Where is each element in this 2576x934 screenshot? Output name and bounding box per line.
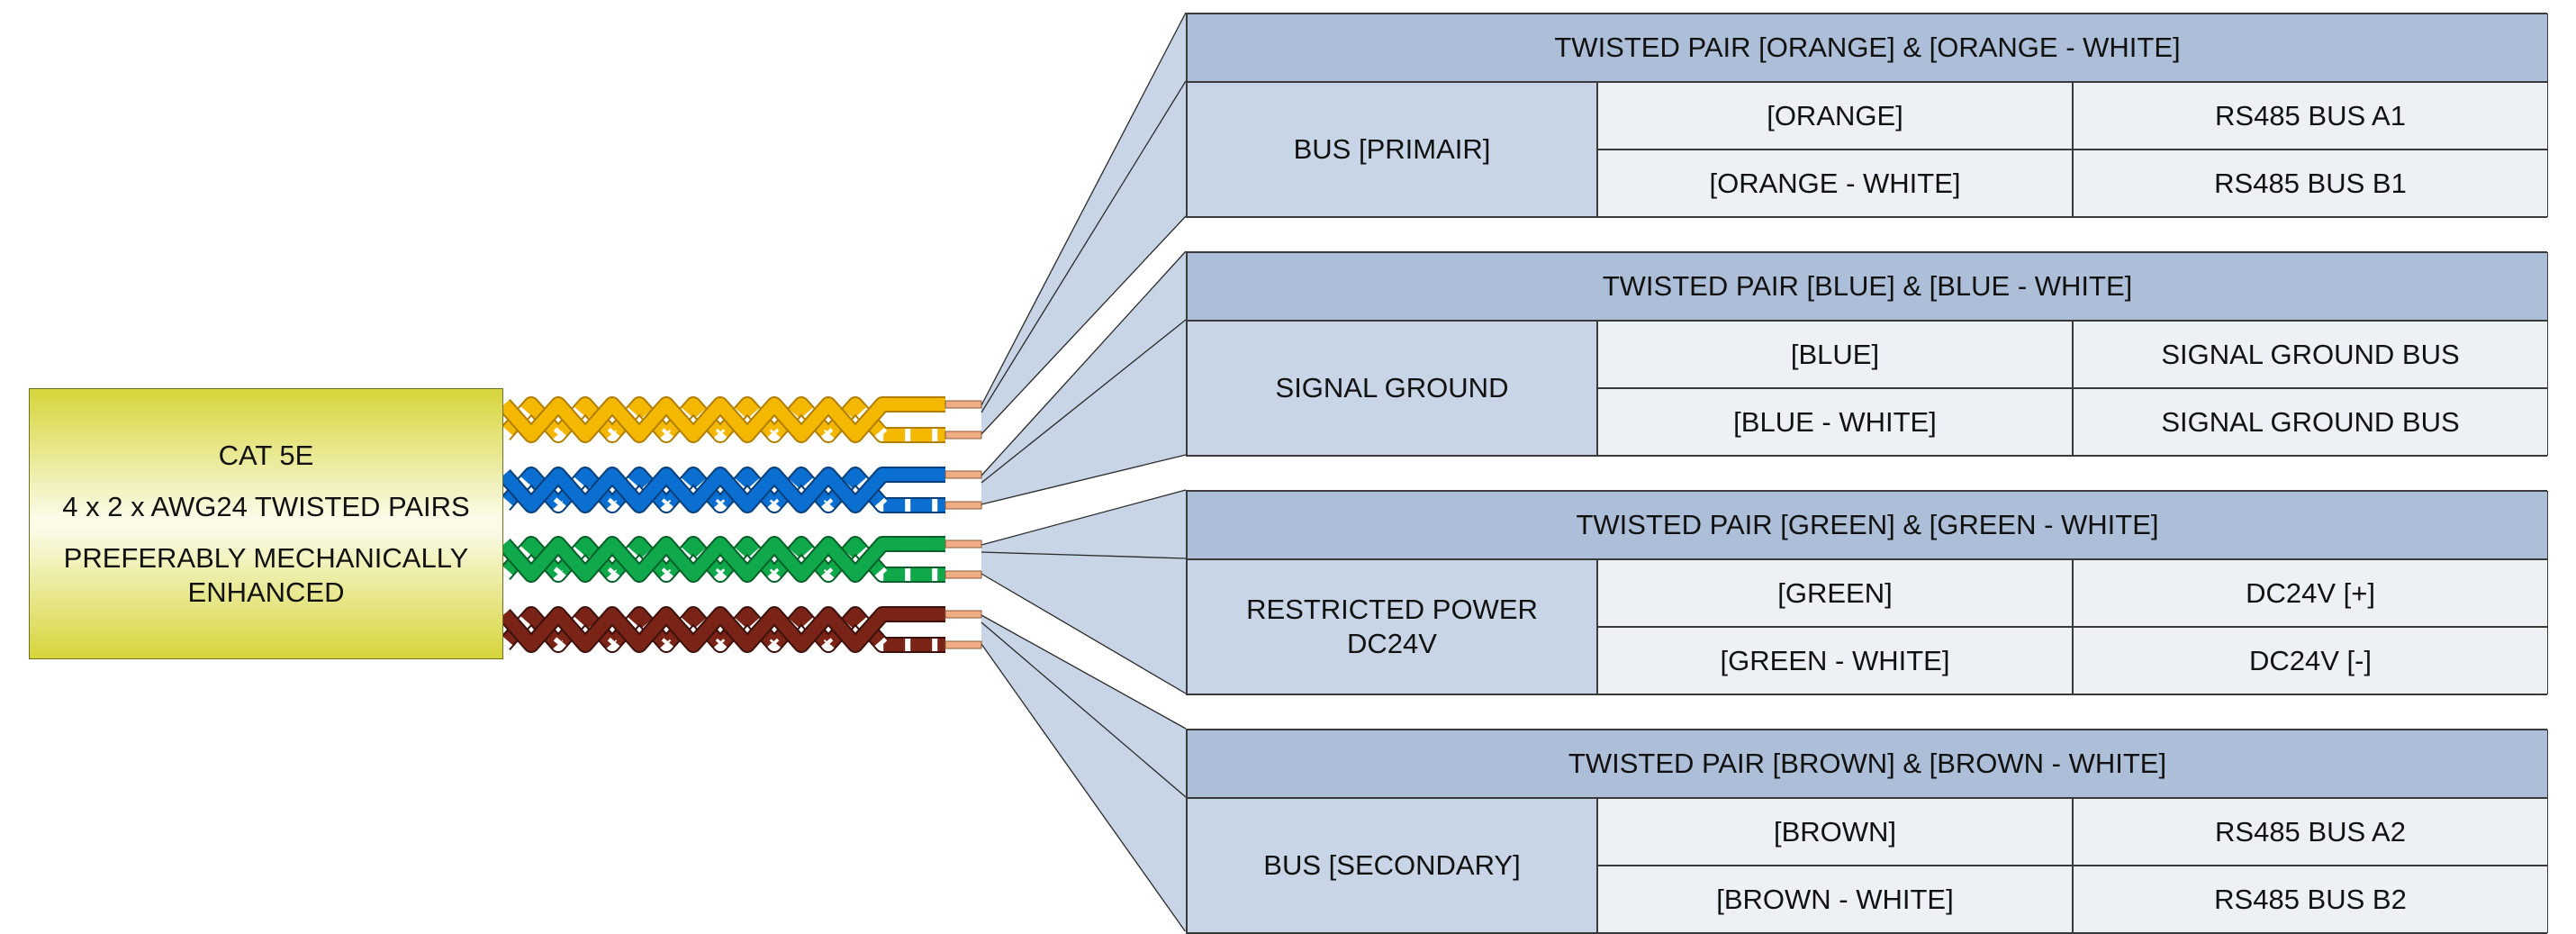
fan-edge <box>981 643 1187 931</box>
pair-function: BUS [PRIMAIR] <box>1187 82 1597 217</box>
fan-edge <box>981 573 1187 694</box>
pair-table-brown: TWISTED PAIR [BROWN] & [BROWN - WHITE] B… <box>1186 729 2548 934</box>
fan-edge <box>981 80 1187 413</box>
pair-function: SIGNAL GROUND <box>1187 321 1597 456</box>
fan-connector <box>981 490 1186 694</box>
wire-color-2: [ORANGE - WHITE] <box>1597 150 2073 217</box>
wire-signal-1: SIGNAL GROUND BUS <box>2073 321 2548 388</box>
cable-label-box: CAT 5E 4 x 2 x AWG24 TWISTED PAIRS PREFE… <box>29 388 503 659</box>
wire-signal-1: RS485 BUS A2 <box>2073 798 2548 866</box>
pair-header: TWISTED PAIR [GREEN] & [GREEN - WHITE] <box>1187 491 2548 559</box>
wire-color-1: [BROWN] <box>1597 798 2073 866</box>
wire-signal-1: DC24V [+] <box>2073 559 2548 627</box>
fan-edge <box>981 621 1187 798</box>
pair-header: TWISTED PAIR [BROWN] & [BROWN - WHITE] <box>1187 730 2548 798</box>
fan-edge <box>981 215 1187 435</box>
wire-solid <box>499 538 945 581</box>
copper-conductor <box>945 431 982 440</box>
fan-edge <box>981 250 1187 476</box>
copper-conductor <box>945 610 982 619</box>
copper-conductor <box>945 501 982 510</box>
copper-conductor <box>945 640 982 649</box>
cable-type: CAT 5E <box>218 439 314 471</box>
wire-signal-2: DC24V [-] <box>2073 627 2548 694</box>
wire-signal-1: RS485 BUS A1 <box>2073 82 2548 150</box>
copper-conductor <box>945 540 982 549</box>
wire-solid <box>499 608 945 651</box>
fan-edge <box>981 614 1187 730</box>
copper-conductor <box>945 400 982 409</box>
wire-solid <box>499 468 945 512</box>
pair-header: TWISTED PAIR [BLUE] & [BLUE - WHITE] <box>1187 252 2548 321</box>
pair-table-blue: TWISTED PAIR [BLUE] & [BLUE - WHITE] SIG… <box>1186 251 2548 457</box>
copper-conductor <box>945 470 982 479</box>
wire-color-1: [GREEN] <box>1597 559 2073 627</box>
fan-edge <box>981 454 1187 505</box>
wire-color-2: [BLUE - WHITE] <box>1597 388 2073 456</box>
wire-signal-2: RS485 BUS B2 <box>2073 866 2548 933</box>
wire-signal-2: RS485 BUS B1 <box>2073 150 2548 217</box>
pair-table-green: TWISTED PAIR [GREEN] & [GREEN - WHITE] R… <box>1186 490 2548 695</box>
wire-signal-2: SIGNAL GROUND BUS <box>2073 388 2548 456</box>
wire-color-2: [BROWN - WHITE] <box>1597 866 2073 933</box>
cable-note: PREFERABLY MECHANICALLY ENHANCED <box>63 541 469 608</box>
wire-solid <box>499 398 945 441</box>
wire-color-1: [ORANGE] <box>1597 82 2073 150</box>
fan-connector <box>981 251 1186 504</box>
cable-pairs-spec: 4 x 2 x AWG24 TWISTED PAIRS <box>62 490 470 522</box>
pair-table-orange: TWISTED PAIR [ORANGE] & [ORANGE - WHITE]… <box>1186 13 2548 218</box>
copper-conductor <box>945 570 982 579</box>
fan-edge <box>981 489 1187 546</box>
fan-edge <box>981 551 1187 559</box>
fan-edge <box>981 319 1187 484</box>
fan-connector <box>981 615 1186 931</box>
wire-color-2: [GREEN - WHITE] <box>1597 627 2073 694</box>
pair-header: TWISTED PAIR [ORANGE] & [ORANGE - WHITE] <box>1187 14 2548 82</box>
pair-function: BUS [SECONDARY] <box>1187 798 1597 933</box>
wire-color-1: [BLUE] <box>1597 321 2073 388</box>
fan-edge <box>981 12 1187 406</box>
pair-function: RESTRICTED POWER DC24V <box>1187 559 1597 694</box>
